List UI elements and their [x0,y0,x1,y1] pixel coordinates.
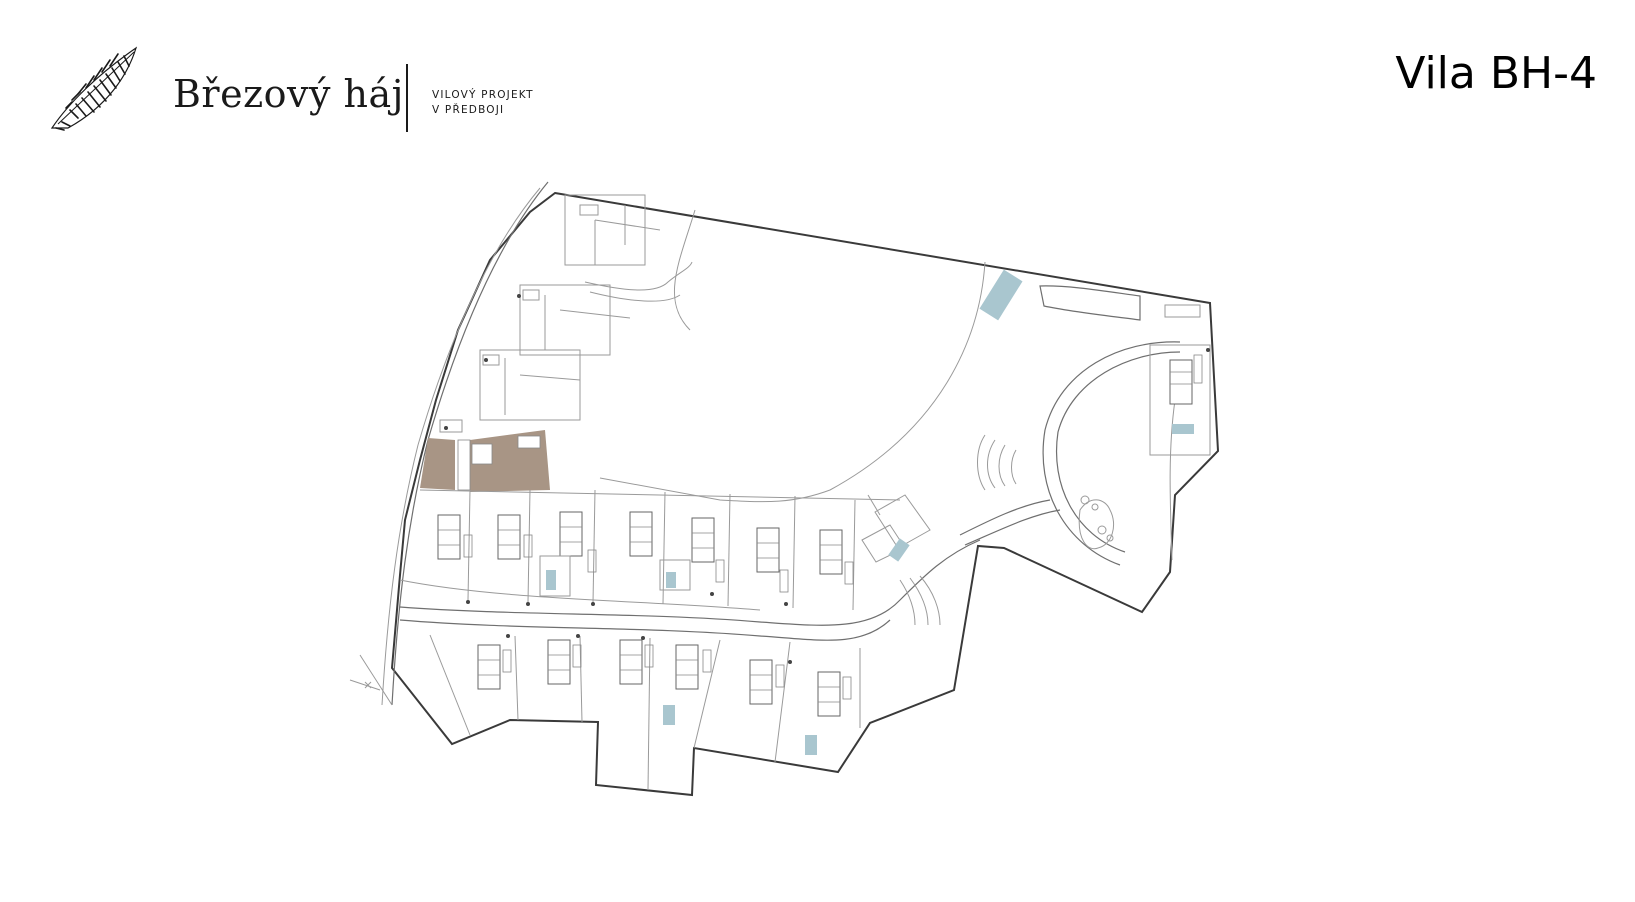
villa-title: Vila BH-4 [1395,48,1597,99]
pond-feature [1078,495,1114,550]
brand-tagline: VILOVÝ PROJEKT V PŘEDBOJI [432,88,534,118]
west-plots [420,194,661,492]
internal-road [399,539,981,626]
middle-row-villas [419,489,931,611]
access-road-west-edge [381,187,541,706]
north-pool [979,269,1023,321]
tagline-line-1: VILOVÝ PROJEKT [432,89,534,101]
entrance-markers [444,294,1210,664]
amphitheater [977,434,1017,491]
birch-leaf-logo-icon [50,46,138,131]
south-row-villas [429,634,861,791]
brand-divider [406,64,408,132]
ne-loop-road [1042,341,1181,566]
community-building [1039,285,1141,321]
villa-ne [1149,344,1211,456]
header: Březový háj VILOVÝ PROJEKT V PŘEDBOJI Vi… [0,0,1635,150]
site-boundary [390,191,1220,797]
tagline-line-2: V PŘEDBOJI [432,104,505,116]
plot-bh-4-highlight [420,438,455,490]
north-driveway [584,261,693,302]
common-area-arc [599,209,986,503]
brand-name: Březový háj [173,72,404,116]
